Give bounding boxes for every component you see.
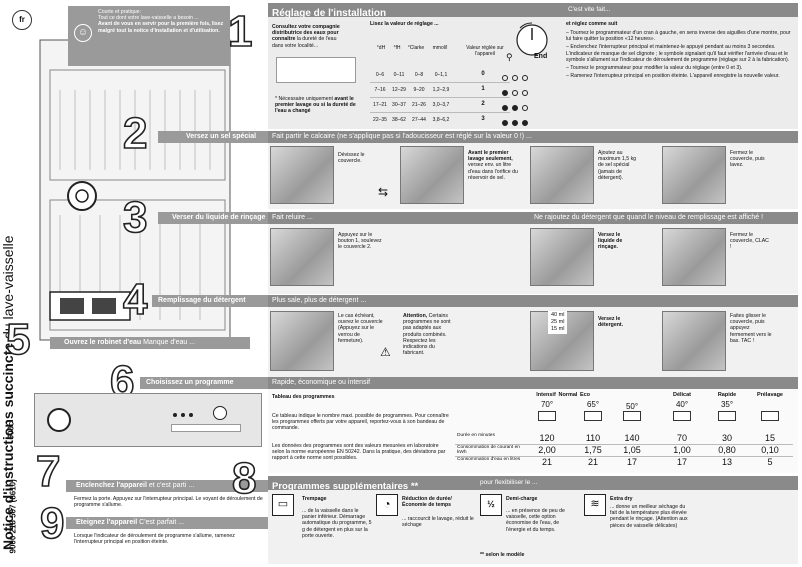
table-row: 17–21 30–37 21–26 3,0–3,7 2 bbox=[370, 98, 510, 113]
water-hardness-field[interactable] bbox=[276, 57, 356, 83]
step-7-bar: Enclenchez l'appareil et c'est parti ... bbox=[66, 480, 268, 492]
control-panel bbox=[34, 393, 262, 447]
side-code: 9000 218 507 (8610) bbox=[8, 479, 18, 554]
side-title-block: Notice d'instructions succincte du lave-… bbox=[0, 0, 22, 567]
warning-icon: ⚠ bbox=[380, 345, 391, 359]
language-badge: fr bbox=[12, 10, 32, 30]
table-row: 22–35 38–62 27–44 3,8–6,2 3 bbox=[373, 116, 485, 123]
step-1-title: Réglage de l'installation bbox=[272, 8, 387, 19]
smiley-icon: ☺ bbox=[74, 24, 92, 42]
half-load-icon: ½ bbox=[480, 494, 502, 516]
step-4-title: Remplissage du détergent bbox=[158, 297, 246, 304]
step-8-header: Programmes supplémentaires ** pour flexi… bbox=[268, 476, 798, 492]
table-row: 0–6 0–11 0–8 0–1,1 0 bbox=[370, 68, 510, 83]
step-1-number: 1 bbox=[227, 7, 253, 56]
indicator-dot bbox=[522, 89, 528, 96]
indicator-dot bbox=[502, 119, 508, 126]
program-icon-intensif bbox=[538, 411, 556, 421]
program-table: Intensif Normal Eco Délicat Rapide Préla… bbox=[455, 389, 795, 473]
dishwasher-illustration bbox=[39, 39, 231, 341]
step-8-title: Programmes supplémentaires ** bbox=[272, 481, 419, 492]
step-2-bar: Fait partir le calcaire (ne s'applique p… bbox=[268, 131, 798, 143]
step-9-number: 9 bbox=[39, 499, 65, 548]
step-3-title: Verser du liquide de rinçage bbox=[172, 214, 266, 221]
table-row: 7–16 12–29 9–20 1,2–2,9 1 bbox=[370, 83, 510, 98]
side-model: 600c bbox=[6, 421, 16, 440]
program-icon-prelavage bbox=[761, 411, 779, 421]
indicator-dot bbox=[502, 104, 508, 111]
indicator-dot bbox=[522, 74, 528, 81]
salt-close-photo bbox=[662, 146, 726, 204]
indicator-dot bbox=[522, 104, 528, 111]
detergent-close-photo bbox=[662, 311, 726, 371]
step-5-bar: Ouvrez le robinet d'eau Manque d'eau ... bbox=[50, 337, 250, 349]
program-icon-50 bbox=[623, 411, 641, 421]
step-4-bar: Plus sale, plus de détergent ... bbox=[268, 295, 798, 307]
rinse-open-photo bbox=[270, 228, 334, 286]
step-5-number: 5 bbox=[5, 315, 31, 364]
indicator-dot bbox=[512, 89, 518, 96]
step-7-number: 7 bbox=[35, 447, 61, 496]
timer-icon: ◔ bbox=[376, 494, 398, 516]
tip-box: ☺ Courte et pratique: Tout ce dont votre… bbox=[68, 6, 230, 66]
tap-icon: ⚲ bbox=[506, 52, 513, 62]
step-3-bar: Fait reluire ... Ne rajoutez du détergen… bbox=[268, 212, 798, 224]
end-label: End bbox=[534, 53, 548, 60]
rinse-close-photo bbox=[662, 228, 726, 286]
indicator-dot bbox=[512, 104, 518, 111]
step-8-number: 8 bbox=[231, 454, 257, 503]
salt-water-photo bbox=[400, 146, 464, 204]
salt-cap-photo bbox=[270, 146, 334, 204]
indicator-dot bbox=[502, 74, 508, 81]
step-3-title-bar bbox=[158, 212, 268, 224]
indicator-dot bbox=[522, 119, 528, 126]
step-6-bar: Rapide, économique ou intensif bbox=[268, 377, 798, 389]
program-icon-delicat bbox=[673, 411, 691, 421]
program-selector[interactable] bbox=[213, 406, 227, 420]
step-6-title-bar bbox=[140, 377, 268, 389]
detergent-open-photo bbox=[270, 311, 334, 371]
power-button[interactable] bbox=[47, 408, 71, 432]
indicator-dot bbox=[502, 89, 508, 96]
step-2-number: 2 bbox=[122, 109, 148, 158]
salt-pour-photo bbox=[530, 146, 594, 204]
soak-icon: ▭ bbox=[272, 494, 294, 516]
indicator-dot bbox=[512, 74, 518, 81]
program-icon-rapide bbox=[718, 411, 736, 421]
rinse-pour-photo bbox=[530, 228, 594, 286]
step-9-bar: Eteignez l'appareil C'est parfait ... bbox=[66, 517, 268, 529]
indicator-dot bbox=[512, 119, 518, 126]
setting-indicators bbox=[500, 69, 540, 129]
step-1-header: Réglage de l'installation C'est vite fai… bbox=[268, 3, 798, 19]
step-4-number: 4 bbox=[122, 275, 148, 324]
step-6-title: Choisissez un programme bbox=[146, 379, 234, 386]
fill-levels: 40 ml 25 ml 15 ml bbox=[548, 311, 568, 334]
step-3-number: 3 bbox=[122, 193, 148, 242]
program-dial-icon bbox=[516, 22, 548, 56]
program-buttons[interactable] bbox=[171, 406, 195, 424]
step-2-title: Versez un sel spécial bbox=[186, 133, 257, 140]
program-icon-eco bbox=[584, 411, 602, 421]
hardness-table: 0–6 0–11 0–8 0–1,1 0 7–16 12–29 9–20 1,2… bbox=[370, 68, 510, 128]
step-4-title-bar bbox=[152, 295, 268, 307]
extra-dry-icon: ≋ bbox=[584, 494, 606, 516]
step-2-title-bar bbox=[158, 131, 268, 143]
arrows-icon: ⇆ bbox=[378, 185, 389, 199]
